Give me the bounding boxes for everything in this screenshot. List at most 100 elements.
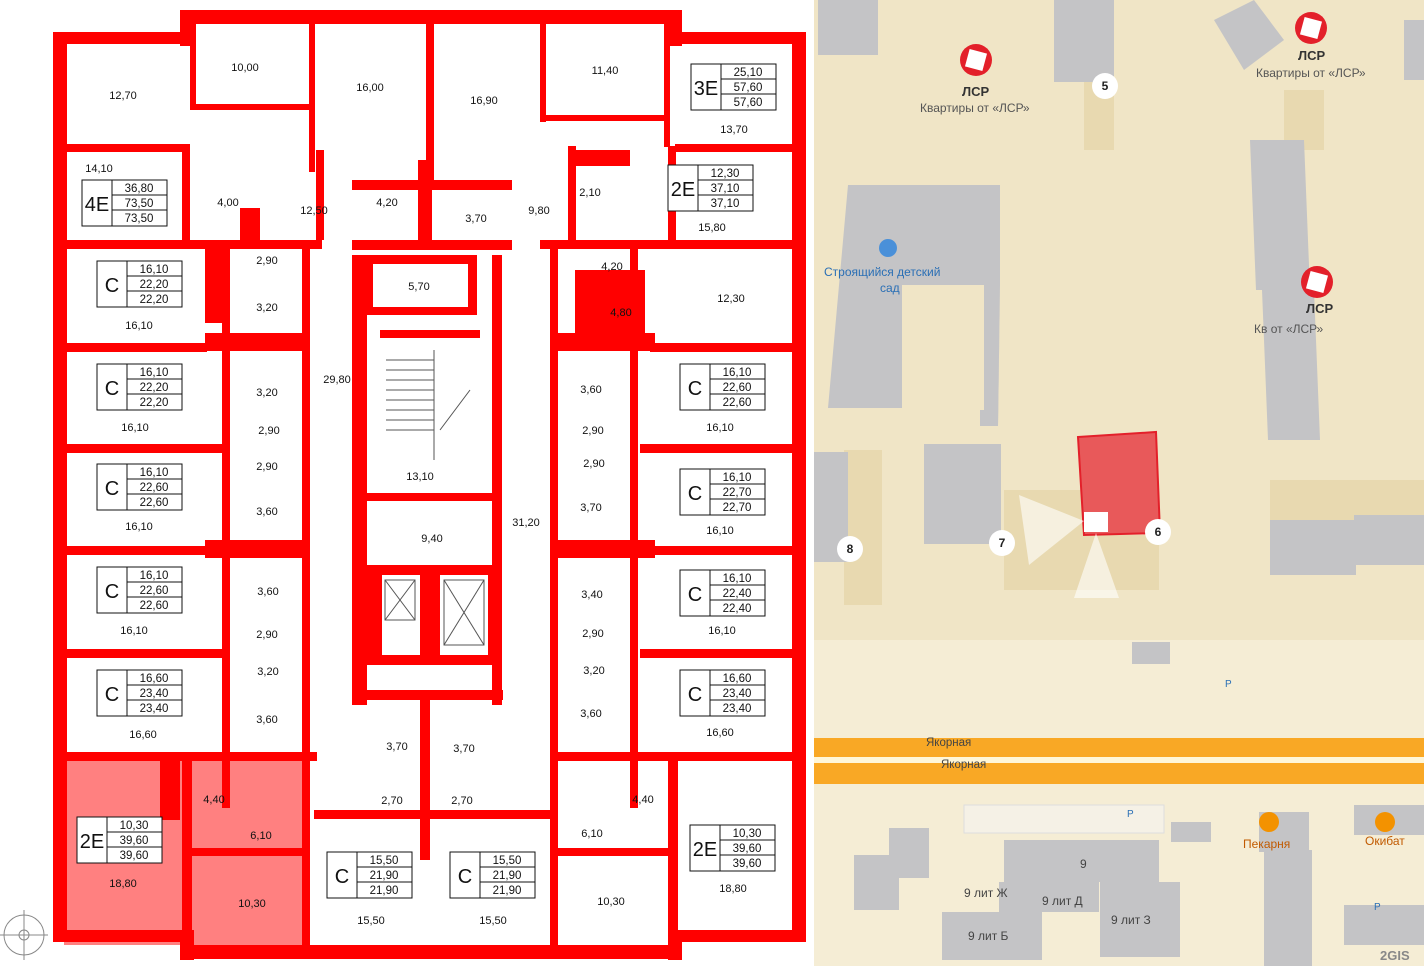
- room-area-label: 10,00: [231, 62, 259, 74]
- compass-icon: [0, 910, 48, 960]
- lsr-marker-icon[interactable]: [960, 44, 992, 76]
- apartment-area-value: 36,80: [125, 183, 154, 195]
- room-area-label: 16,90: [470, 95, 498, 107]
- street-label: Якорная: [926, 737, 971, 749]
- room-area-label: 2,90: [256, 255, 277, 267]
- apartment-area-value: 37,10: [711, 183, 740, 195]
- kindergarten-label-2: сад: [880, 281, 900, 295]
- house-number-7[interactable]: 7: [989, 530, 1015, 556]
- room-area-label: 13,70: [720, 124, 748, 136]
- bakery-label[interactable]: Пекарня: [1243, 837, 1290, 851]
- lsr-sublabel: Квартиры от «ЛСР»: [920, 101, 1030, 115]
- apartment-area-value: 22,60: [140, 600, 169, 612]
- apartment-type: C: [105, 275, 119, 297]
- lsr-marker-icon[interactable]: [1295, 12, 1327, 44]
- room-area-label: 16,10: [125, 320, 153, 332]
- lsr-label[interactable]: ЛСР: [1306, 301, 1334, 316]
- room-area-label: 3,20: [256, 387, 277, 399]
- apartment-type: C: [458, 866, 472, 888]
- room-area-label: 16,10: [706, 422, 734, 434]
- apartment-area-value: 22,60: [723, 382, 752, 394]
- kindergarten-label[interactable]: Строящийся детский: [824, 265, 940, 279]
- lsr-label[interactable]: ЛСР: [1298, 48, 1326, 63]
- lsr-label[interactable]: ЛСР: [962, 84, 990, 99]
- apartment-area-value: 39,60: [733, 843, 762, 855]
- room-area-label: 16,10: [120, 625, 148, 637]
- svg-text:6: 6: [1155, 525, 1162, 539]
- room-area-label: 18,80: [109, 878, 137, 890]
- walls: [53, 10, 806, 960]
- map-svg[interactable]: 5 6 7 8 ЛСР Квартиры от «ЛСР» ЛСР Кварти…: [814, 0, 1424, 966]
- bakery-icon[interactable]: [1259, 812, 1279, 832]
- apartment-type: C: [335, 866, 349, 888]
- staircase: [384, 350, 485, 646]
- apartment-area-value: 15,50: [493, 855, 522, 867]
- room-area-label: 15,50: [357, 915, 385, 927]
- room-area-label: 3,60: [580, 708, 601, 720]
- apartment-type: C: [688, 684, 702, 706]
- apartment-type: C: [688, 483, 702, 505]
- apartment-area-value: 22,20: [140, 279, 169, 291]
- okibat-label[interactable]: Окибат: [1365, 834, 1405, 848]
- room-area-label: 14,10: [85, 163, 113, 175]
- room-area-label: 3,20: [257, 666, 278, 678]
- house-label: 9: [1080, 857, 1087, 871]
- room-area-label: 3,60: [580, 384, 601, 396]
- apartment-area-value: 22,60: [140, 497, 169, 509]
- apartment-area-value: 10,30: [120, 820, 149, 832]
- apartment-area-value: 37,10: [711, 198, 740, 210]
- apartment-area-value: 22,70: [723, 487, 752, 499]
- apartment-area-value: 22,70: [723, 502, 752, 514]
- inner-spaces: [373, 264, 488, 655]
- apartment-type: C: [688, 584, 702, 606]
- house-label: 9 лит З: [1111, 913, 1151, 927]
- location-map[interactable]: 5 6 7 8 ЛСР Квартиры от «ЛСР» ЛСР Кварти…: [814, 0, 1424, 966]
- room-area-label: 4,20: [376, 197, 397, 209]
- apartment-area-value: 16,10: [140, 570, 169, 582]
- room-area-labels: 12,7010,0016,0016,9011,4013,7014,104,001…: [85, 62, 748, 927]
- apartment-area-value: 21,90: [493, 870, 522, 882]
- house-label: 9 лит Д: [1042, 894, 1083, 908]
- room-area-label: 2,70: [381, 795, 402, 807]
- room-area-label: 15,50: [479, 915, 507, 927]
- apartment-area-value: 22,20: [140, 397, 169, 409]
- room-area-label: 16,60: [129, 729, 157, 741]
- room-area-label: 4,00: [217, 197, 238, 209]
- apartment-type: C: [688, 378, 702, 400]
- room-area-label: 6,10: [581, 828, 602, 840]
- apartment-area-value: 16,60: [723, 673, 752, 685]
- apartment-area-value: 16,60: [140, 673, 169, 685]
- room-area-label: 9,80: [528, 205, 549, 217]
- house-number-8[interactable]: 8: [837, 536, 863, 562]
- apartment-type: C: [105, 684, 119, 706]
- apartment-type: 4E: [85, 194, 109, 216]
- room-area-label: 2,90: [256, 461, 277, 473]
- room-area-label: 2,90: [582, 425, 603, 437]
- room-area-label: 2,90: [582, 628, 603, 640]
- restaurant-icon[interactable]: [1375, 812, 1395, 832]
- room-area-label: 4,40: [203, 794, 224, 806]
- apartment-type: C: [105, 581, 119, 603]
- house-number-6[interactable]: 6: [1145, 519, 1171, 545]
- kindergarten-icon[interactable]: [879, 239, 897, 257]
- apartment-area-value: 21,90: [370, 870, 399, 882]
- house-number-5[interactable]: 5: [1092, 73, 1118, 99]
- lsr-marker-icon[interactable]: [1301, 266, 1333, 298]
